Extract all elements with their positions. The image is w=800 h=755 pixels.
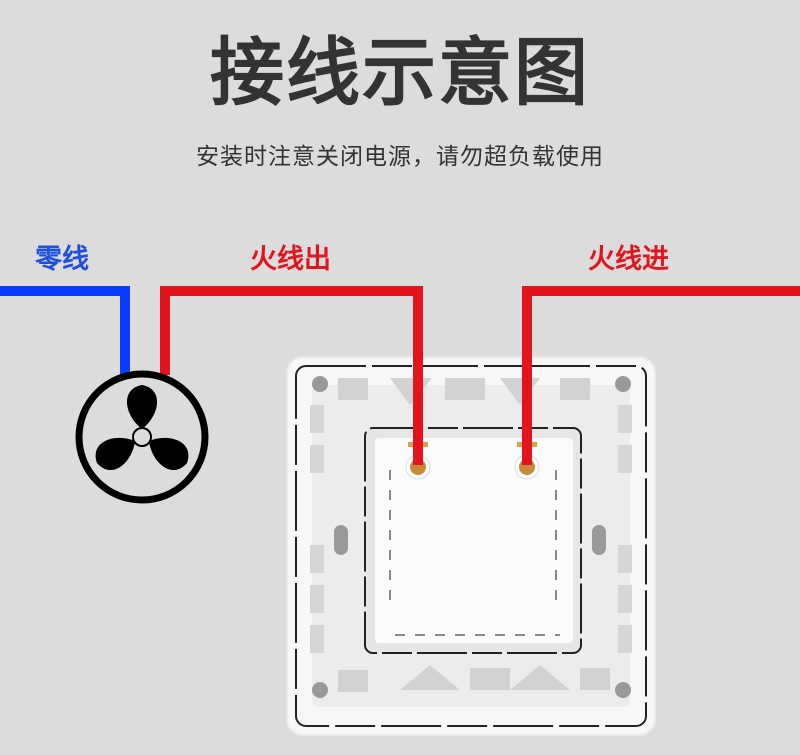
neutral-wire-label: 零线 [35,244,89,275]
live-out-wire [160,286,423,465]
neutral-wire [0,286,130,375]
wall-switch [286,356,656,736]
live-in-wire-label: 火线进 [588,244,669,275]
live-in-wire [522,286,800,465]
live-out-wire-label: 火线出 [250,244,331,275]
fan-icon [75,370,209,504]
safety-note: 安装时注意关闭电源，请勿超负载使用 [196,144,604,170]
page-title: 接线示意图 [210,30,590,116]
